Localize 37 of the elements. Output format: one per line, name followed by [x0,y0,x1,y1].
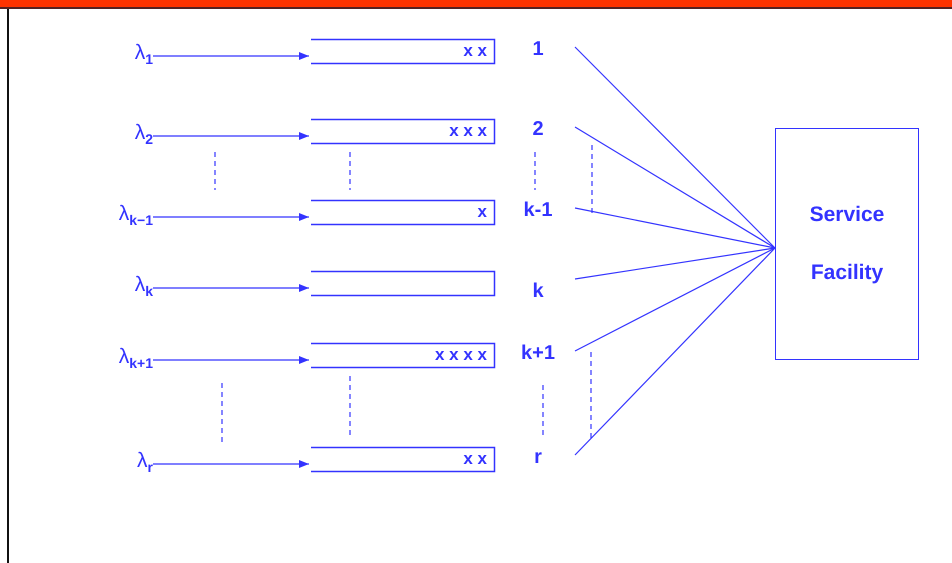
customer-marks: x x x x [435,345,487,365]
connector-line [574,248,776,456]
customer-marks: x [478,202,487,222]
queue [311,117,497,146]
queue [311,269,497,298]
connector-line [574,247,776,280]
arrow [153,356,309,364]
arrow [153,132,309,140]
queue-number: r [534,445,542,469]
arrow [153,284,309,292]
arrival-rate-label: λ$_{r}$ [95,449,153,479]
arrival-rate-label: λ$_{2}$ [95,121,153,151]
arrival-rate-label: λ$_{1}$ [95,41,153,71]
connector-line [574,207,776,249]
customer-marks: x x [463,449,487,469]
customer-marks: x x x [449,121,487,141]
connector-line [574,46,776,248]
queue [311,198,497,227]
queue-number: 1 [532,37,544,61]
queue [311,445,497,474]
queue-number: k+1 [521,341,555,365]
connector-line [574,247,776,352]
queue-number: k [532,279,544,303]
queue [311,37,497,66]
customer-marks: x x [463,41,487,61]
service-facility-label: Service Facility [808,202,886,286]
arrow [153,52,309,60]
queue-number: k-1 [524,198,552,222]
arrow [153,213,309,221]
arrow [153,460,309,468]
queue [311,341,497,370]
arrival-rate-label: λ$_{k}$ [95,273,153,303]
arrival-rate-label: λ$_{k−1}$ [95,202,153,232]
connector-line [574,126,776,249]
arrival-rate-label: λ$_{k+1}$ [95,345,153,375]
service-facility-box [775,128,919,360]
queue-number: 2 [532,117,544,141]
